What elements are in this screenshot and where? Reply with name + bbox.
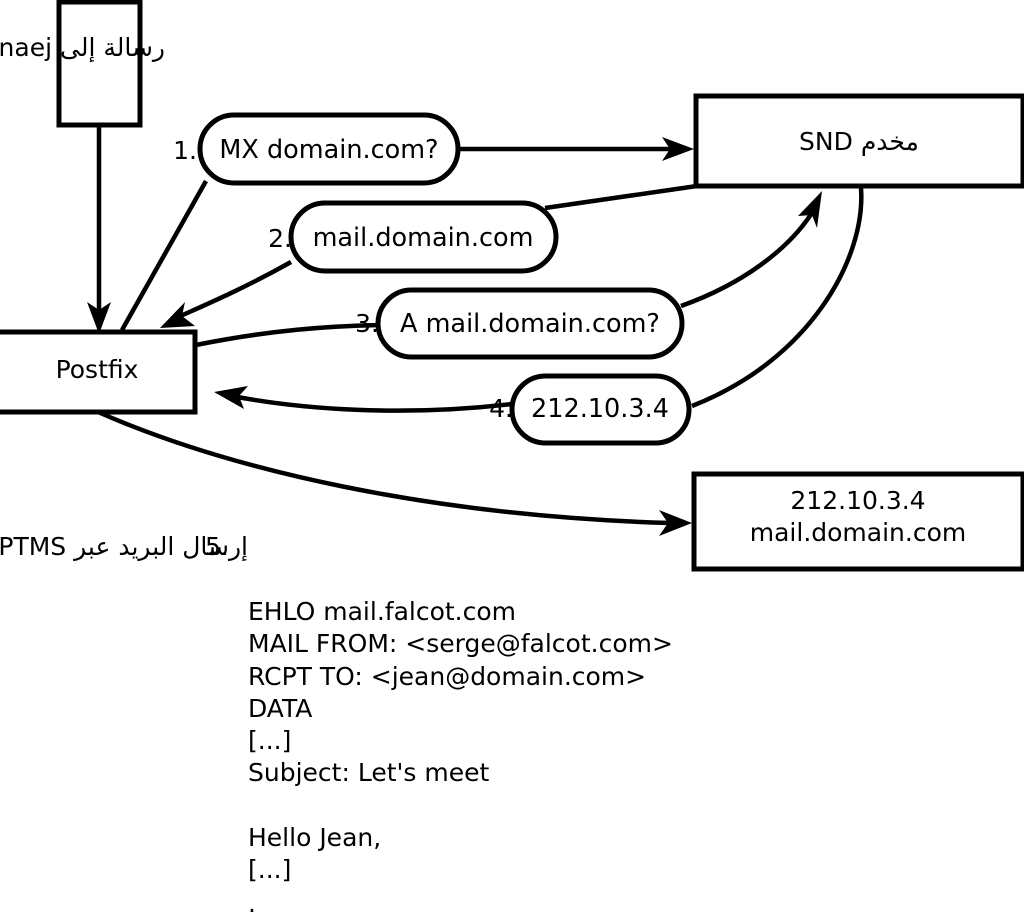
step-4-pill xyxy=(509,373,692,446)
node-mail-server-ip: 212.10.3.4 xyxy=(790,486,925,515)
transcript-line: Subject: Let's meet xyxy=(248,758,489,787)
step-3-label: A mail.domain.com? xyxy=(400,309,660,339)
step-5-label: إرسال البريد عبر SMTP xyxy=(0,532,248,562)
transcript-line: Hello Jean, xyxy=(248,823,381,852)
node-mail-server-hostname: mail.domain.com xyxy=(750,518,966,547)
step-4-number: 4. xyxy=(489,394,513,423)
edge-dns-to-step2 xyxy=(544,183,698,211)
step-2-pill xyxy=(288,200,559,274)
transcript-line: DATA xyxy=(248,694,312,723)
transcript-line: EHLO mail.falcot.com xyxy=(248,597,516,626)
transcript-line: [...] xyxy=(248,726,291,755)
transcript-line: RCPT TO: <jean@domain.com> xyxy=(248,662,646,691)
node-sender xyxy=(56,0,143,128)
step-2-number: 2. xyxy=(268,224,292,253)
step-3-pill xyxy=(375,287,685,360)
edge-step2-to-postfix xyxy=(160,260,293,328)
edge-step1-to-dns xyxy=(458,137,694,161)
edge-step3-to-dns xyxy=(680,191,822,309)
step-1-number: 1. xyxy=(173,136,197,165)
step-5-number: 5. xyxy=(205,532,229,561)
edge-postfix-to-step3 xyxy=(195,322,381,348)
node-dns-server: مخدم DNS xyxy=(693,93,1024,189)
node-mail-server: 212.10.3.4 mail.domain.com xyxy=(691,471,1024,572)
edge-dns-to-step4 xyxy=(691,187,864,409)
step-2: 2. mail.domain.com xyxy=(268,200,559,274)
step-3: 3. A mail.domain.com? xyxy=(355,287,685,360)
step-4-label: 212.10.3.4 xyxy=(531,394,669,424)
node-dns-server-label: مخدم DNS xyxy=(799,127,919,156)
node-postfix: Postfix xyxy=(0,329,198,415)
step-2-label: mail.domain.com xyxy=(313,223,534,253)
edge-step4-to-postfix xyxy=(214,386,513,413)
edge-sender-to-postfix xyxy=(87,125,111,334)
step-3-number: 3. xyxy=(355,309,379,338)
edge-postfix-to-mailserver xyxy=(97,409,692,536)
node-postfix-label: Postfix xyxy=(56,355,139,384)
transcript-line: . xyxy=(248,889,256,918)
step-1: 1. MX domain.com? xyxy=(173,112,461,186)
transcript-line: MAIL FROM: <serge@falcot.com> xyxy=(248,629,673,658)
step-4: 4. 212.10.3.4 xyxy=(489,373,692,446)
edge-postfix-to-step1 xyxy=(120,179,208,332)
step-1-pill xyxy=(197,112,461,186)
diagram-caption: رسالة إلى jean@domain.com xyxy=(0,33,165,63)
step-1-label: MX domain.com? xyxy=(219,135,438,165)
transcript-line: [...] xyxy=(248,855,291,884)
smtp-transcript: EHLO mail.falcot.com MAIL FROM: <serge@f… xyxy=(248,597,673,918)
